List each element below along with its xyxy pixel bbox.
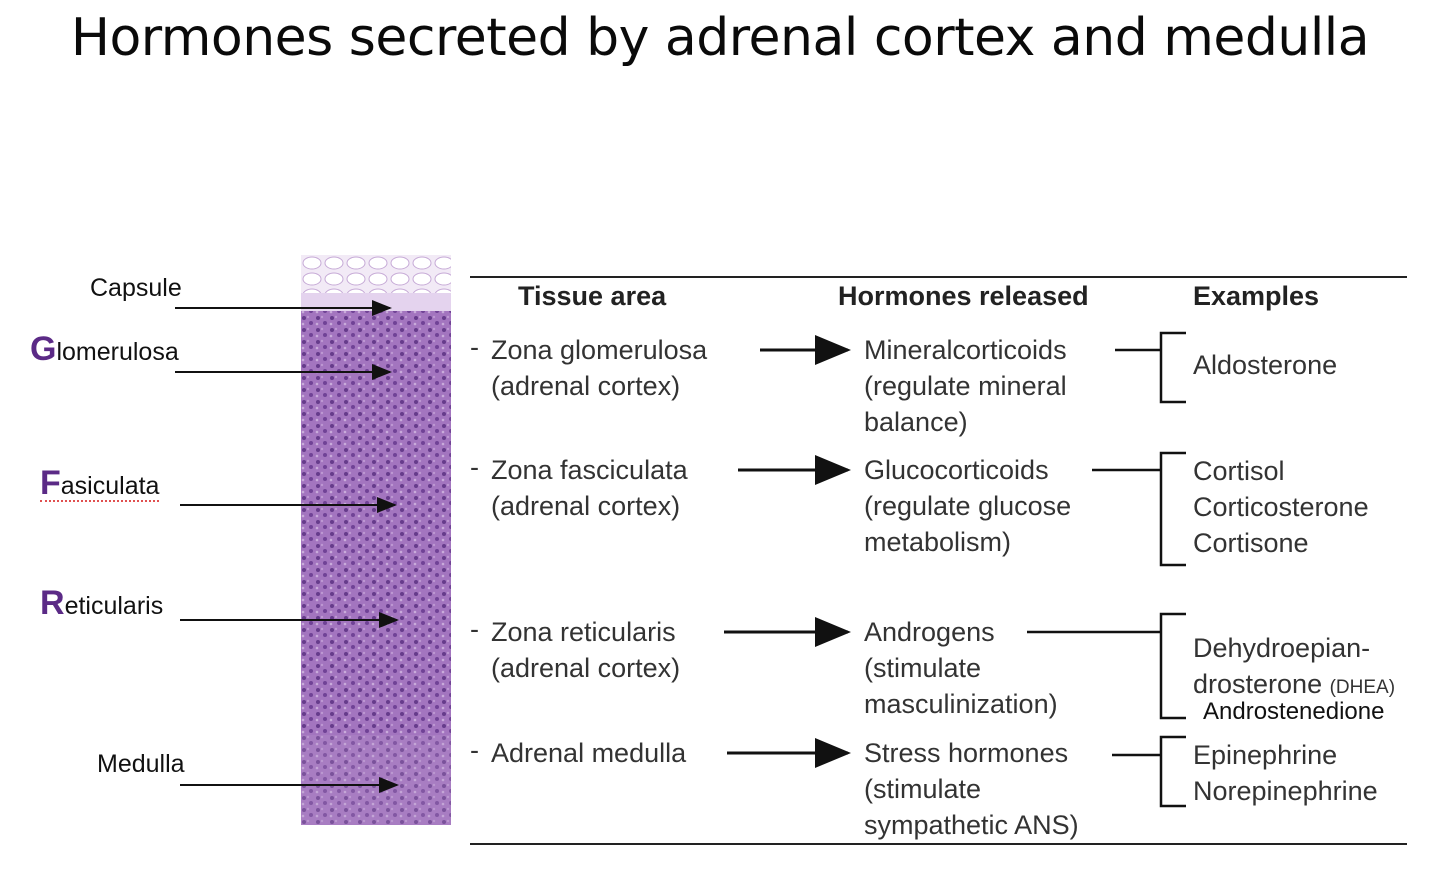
label-capsule: Capsule [90,274,182,302]
label-fasciculata: Fasiculata [40,464,160,502]
label-reticularis: Reticularis [40,584,164,622]
bullet-dash: - [470,735,479,765]
bracket-row-1 [1115,331,1186,404]
tissue-row-3: Zona reticularis(adrenal cortex) [491,617,681,683]
bracket-row-4 [1112,735,1186,808]
table-top-rule [470,276,1407,278]
examples-row-3: Dehydroepian- drosterone (DHEA) [1193,633,1396,699]
examples-row-3-androstenedione: Androstenedione [1203,698,1385,725]
table-bottom-rule [470,843,1407,845]
bullet-dash: - [470,614,479,644]
header-hormones-released: Hormones released [838,281,1089,311]
header-tissue-area: Tissue area [518,281,667,311]
tissue-row-2: Zona fasciculata(adrenal cortex) [491,455,688,521]
bracket-row-3 [1027,612,1186,720]
tissue-row-1: Zona glomerulosa(adrenal cortex) [491,335,708,401]
examples-row-1: Aldosterone [1193,350,1338,380]
tissue-row-4: Adrenal medulla [491,738,687,768]
header-examples: Examples [1193,281,1320,311]
adrenal-histology-image [301,255,451,825]
label-glomerulosa: Glomerulosa [30,330,179,368]
bullet-dash: - [470,332,479,362]
bracket-row-2 [1092,451,1186,567]
bullet-dash: - [470,452,479,482]
page-title: Hormones secreted by adrenal cortex and … [70,8,1370,68]
label-medulla: Medulla [97,750,185,778]
